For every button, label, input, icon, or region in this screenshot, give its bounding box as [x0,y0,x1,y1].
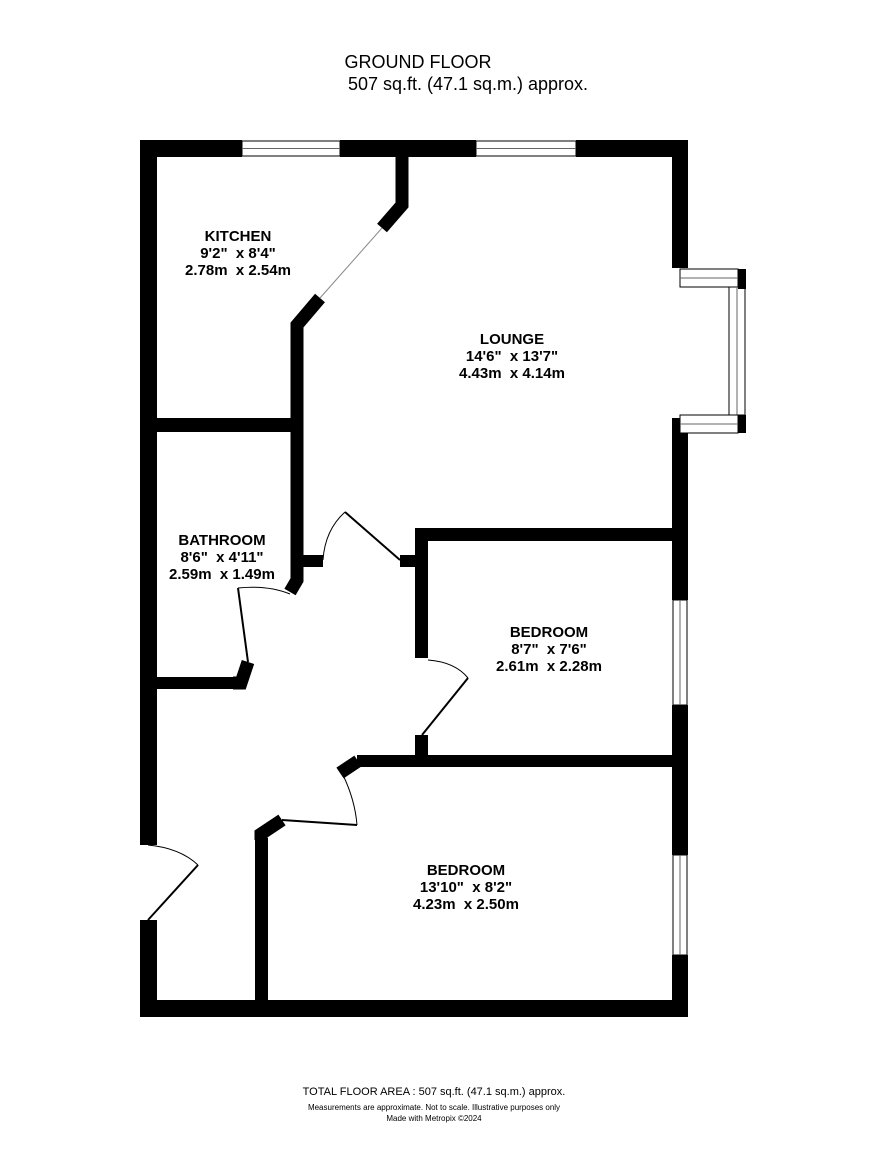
walls [140,140,688,1017]
wall-bathroom-bottom [157,677,239,689]
total-floor-area: TOTAL FLOOR AREA : 507 sq.ft. (47.1 sq.m… [302,1086,566,1098]
wall-right [672,705,688,855]
wall-stub [400,555,428,567]
wall-corner [336,755,362,779]
wall-right [672,418,688,600]
wall-bathroom-corner [233,659,255,690]
windows [241,140,746,956]
wall-right [672,140,688,268]
wall-kitchen-lounge [284,293,325,596]
wall-kitchen-bathroom [157,418,297,432]
wall-kitchen-diagonal [377,157,409,233]
doors [147,227,469,921]
wall-stub [415,735,428,761]
wall-bottom [140,1000,688,1017]
floor-title: GROUND FLOOR [344,52,492,72]
wall-top [576,140,688,157]
wall-left-lower [140,920,157,1017]
wall-left-upper [140,140,157,845]
wall-corner [254,814,286,840]
floor-area: 507 sq.ft. (47.1 sq.m.) approx. [347,74,589,94]
wall-bedrooms [357,755,672,767]
wall-top [140,140,242,157]
credit: Made with Metropix ©2024 [386,1114,482,1123]
wall-bedroom2-left [255,838,268,1009]
wall-bedroom1-left [415,528,428,658]
wall-bedroom1-top [415,528,672,541]
disclaimer: Measurements are approximate. Not to sca… [307,1103,561,1112]
wall-top [340,140,476,157]
